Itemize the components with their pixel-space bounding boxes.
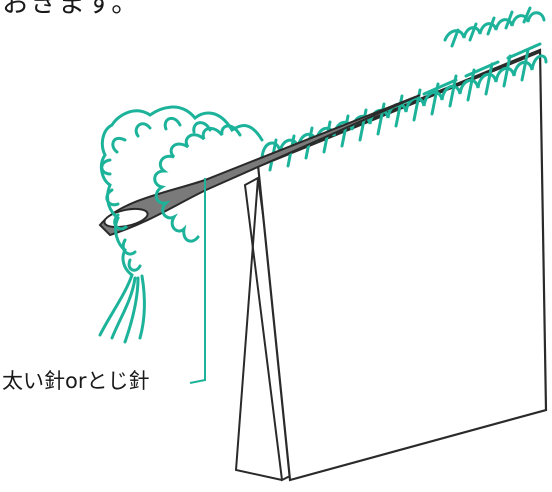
fabric-icon xyxy=(258,50,546,480)
needle-callout-label: 太い針orとじ針 xyxy=(2,368,149,394)
callout-leader-line xyxy=(190,178,205,383)
